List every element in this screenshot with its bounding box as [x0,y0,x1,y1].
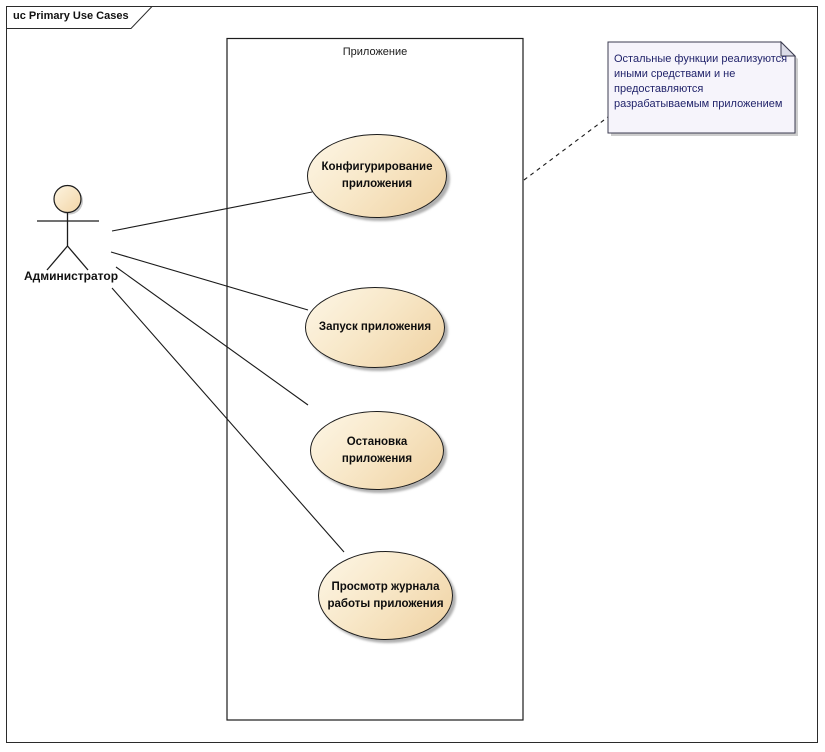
actor-head [53,184,82,214]
note-text: Остальные функции реализуются иными сред… [614,53,788,110]
association-view-log[interactable] [111,287,345,553]
frame-title: uc Primary Use Cases [13,10,129,22]
frame-label-tab[interactable] [6,6,154,29]
usecase-label: Просмотр журнала работы приложения [327,580,444,610]
usecase-label: Конфигурирование приложения [321,161,433,190]
actor-figure[interactable] [37,184,99,271]
usecase-label: Остановка приложения [341,435,413,465]
usecase-label: Запуск приложения [318,321,432,333]
usecase-stop-application[interactable]: Остановка приложения [310,411,444,490]
usecase-configure-application[interactable]: Конфигурирование приложения [307,134,447,218]
boundary-title: Приложение [342,46,408,58]
note-fold-corner-icon [780,40,797,57]
association-start[interactable] [110,251,309,311]
note-anchor-line[interactable] [523,116,609,181]
note-shape[interactable] [607,41,796,134]
usecase-view-application-log[interactable]: Просмотр журнала работы приложения [318,551,453,640]
usecase-start-application[interactable]: Запуск приложения [305,287,445,368]
association-configure[interactable] [111,191,313,232]
actor-name-label: Администратор [23,269,119,283]
association-stop[interactable] [115,266,309,406]
